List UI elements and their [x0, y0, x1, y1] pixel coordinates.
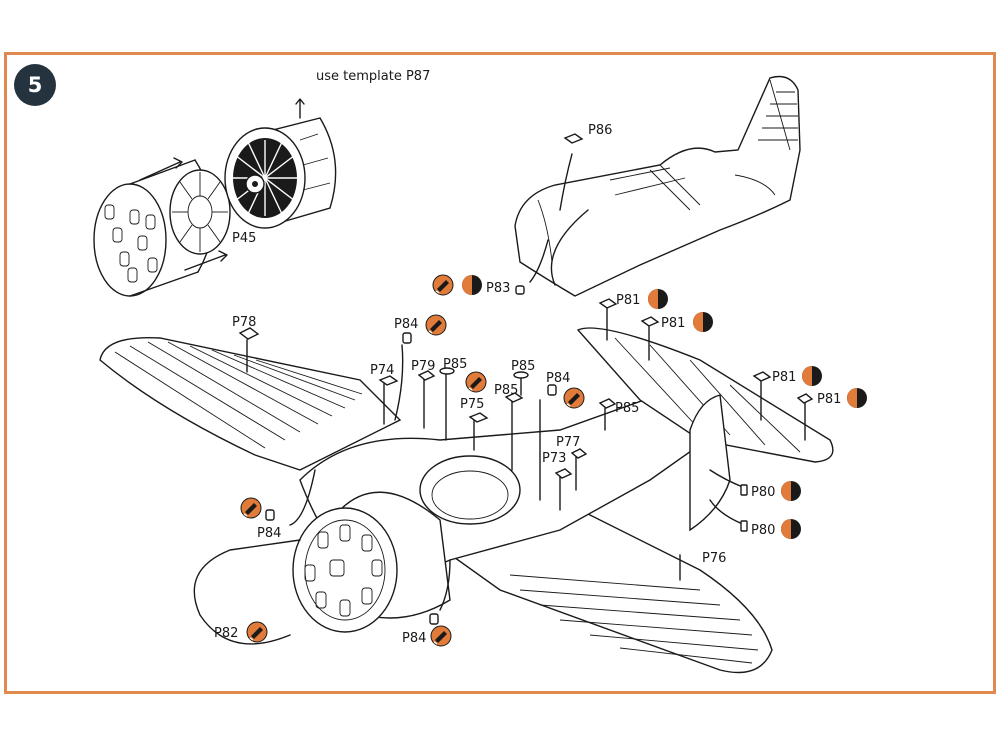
- label-p81-4: P81: [817, 392, 841, 407]
- label-p45: P45: [232, 231, 256, 246]
- label-p81-2: P81: [661, 316, 685, 331]
- arrow-icon: [139, 157, 183, 181]
- label-p84-4: P84: [402, 631, 426, 646]
- label-p76: P76: [702, 551, 726, 566]
- label-p82: P82: [214, 626, 238, 641]
- label-p77: P77: [556, 435, 580, 450]
- paint-half-icon: [847, 388, 867, 408]
- aircraft-main: [99, 327, 834, 674]
- part-labels: P45 P73 P74 P75 P76 P77 P78 P79 P80 P80 …: [214, 123, 841, 646]
- paint-half-icon: [462, 275, 482, 295]
- label-p85-4: P85: [615, 401, 639, 416]
- engine-exploded-view: [93, 98, 337, 297]
- fuselage-upper: [514, 75, 801, 297]
- glue-icon: [240, 497, 262, 519]
- label-p81-1: P81: [616, 293, 640, 308]
- label-p84-3: P84: [257, 526, 281, 541]
- glue-icon: [425, 314, 447, 336]
- glue-icon: [432, 274, 454, 296]
- part-chips: [238, 133, 814, 625]
- step-badge: 5: [14, 64, 56, 106]
- label-p81-3: P81: [772, 370, 796, 385]
- label-p84-1: P84: [394, 317, 418, 332]
- instruction-frame: [4, 52, 996, 694]
- engine-cowl: [292, 491, 451, 633]
- glue-icon: [563, 387, 585, 409]
- template-note: use template P87: [316, 69, 430, 84]
- glue-icon: [465, 371, 487, 393]
- label-p80-lower: P80: [751, 523, 775, 538]
- glue-icon: [430, 625, 452, 647]
- label-p84-2: P84: [546, 371, 570, 386]
- part-p45-ring: [169, 169, 231, 255]
- label-p85-2: P85: [511, 359, 535, 374]
- paint-half-icon: [802, 366, 822, 386]
- arrow-icon: [184, 250, 228, 271]
- label-p78: P78: [232, 315, 256, 330]
- label-p80-upper: P80: [751, 485, 775, 500]
- label-p75: P75: [460, 397, 484, 412]
- label-p83: P83: [486, 281, 510, 296]
- label-p85-3: P85: [494, 383, 518, 398]
- part-p82-outline: [193, 539, 301, 645]
- paint-half-icon: [781, 519, 801, 539]
- label-p79: P79: [411, 359, 435, 374]
- label-p85-1: P85: [443, 357, 467, 372]
- step-number: 5: [28, 73, 43, 97]
- paint-half-icon: [781, 481, 801, 501]
- cowling-front: [93, 159, 214, 297]
- label-p86: P86: [588, 123, 612, 138]
- label-p73: P73: [542, 451, 566, 466]
- arrow-icon: [295, 98, 305, 119]
- paint-half-icon: [693, 312, 713, 332]
- paint-half-icon: [648, 289, 668, 309]
- glue-icon: [246, 621, 268, 643]
- leader-lines: [246, 153, 806, 611]
- label-p74: P74: [370, 363, 394, 378]
- radial-engine: [224, 117, 337, 229]
